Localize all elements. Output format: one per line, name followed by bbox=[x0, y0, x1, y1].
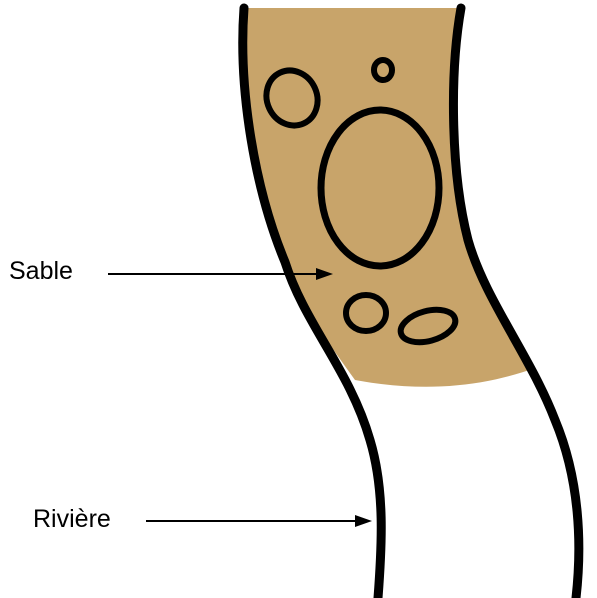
river-arrowhead bbox=[355, 515, 372, 527]
sand-label: Sable bbox=[9, 259, 73, 284]
river-label: Rivière bbox=[33, 507, 111, 532]
